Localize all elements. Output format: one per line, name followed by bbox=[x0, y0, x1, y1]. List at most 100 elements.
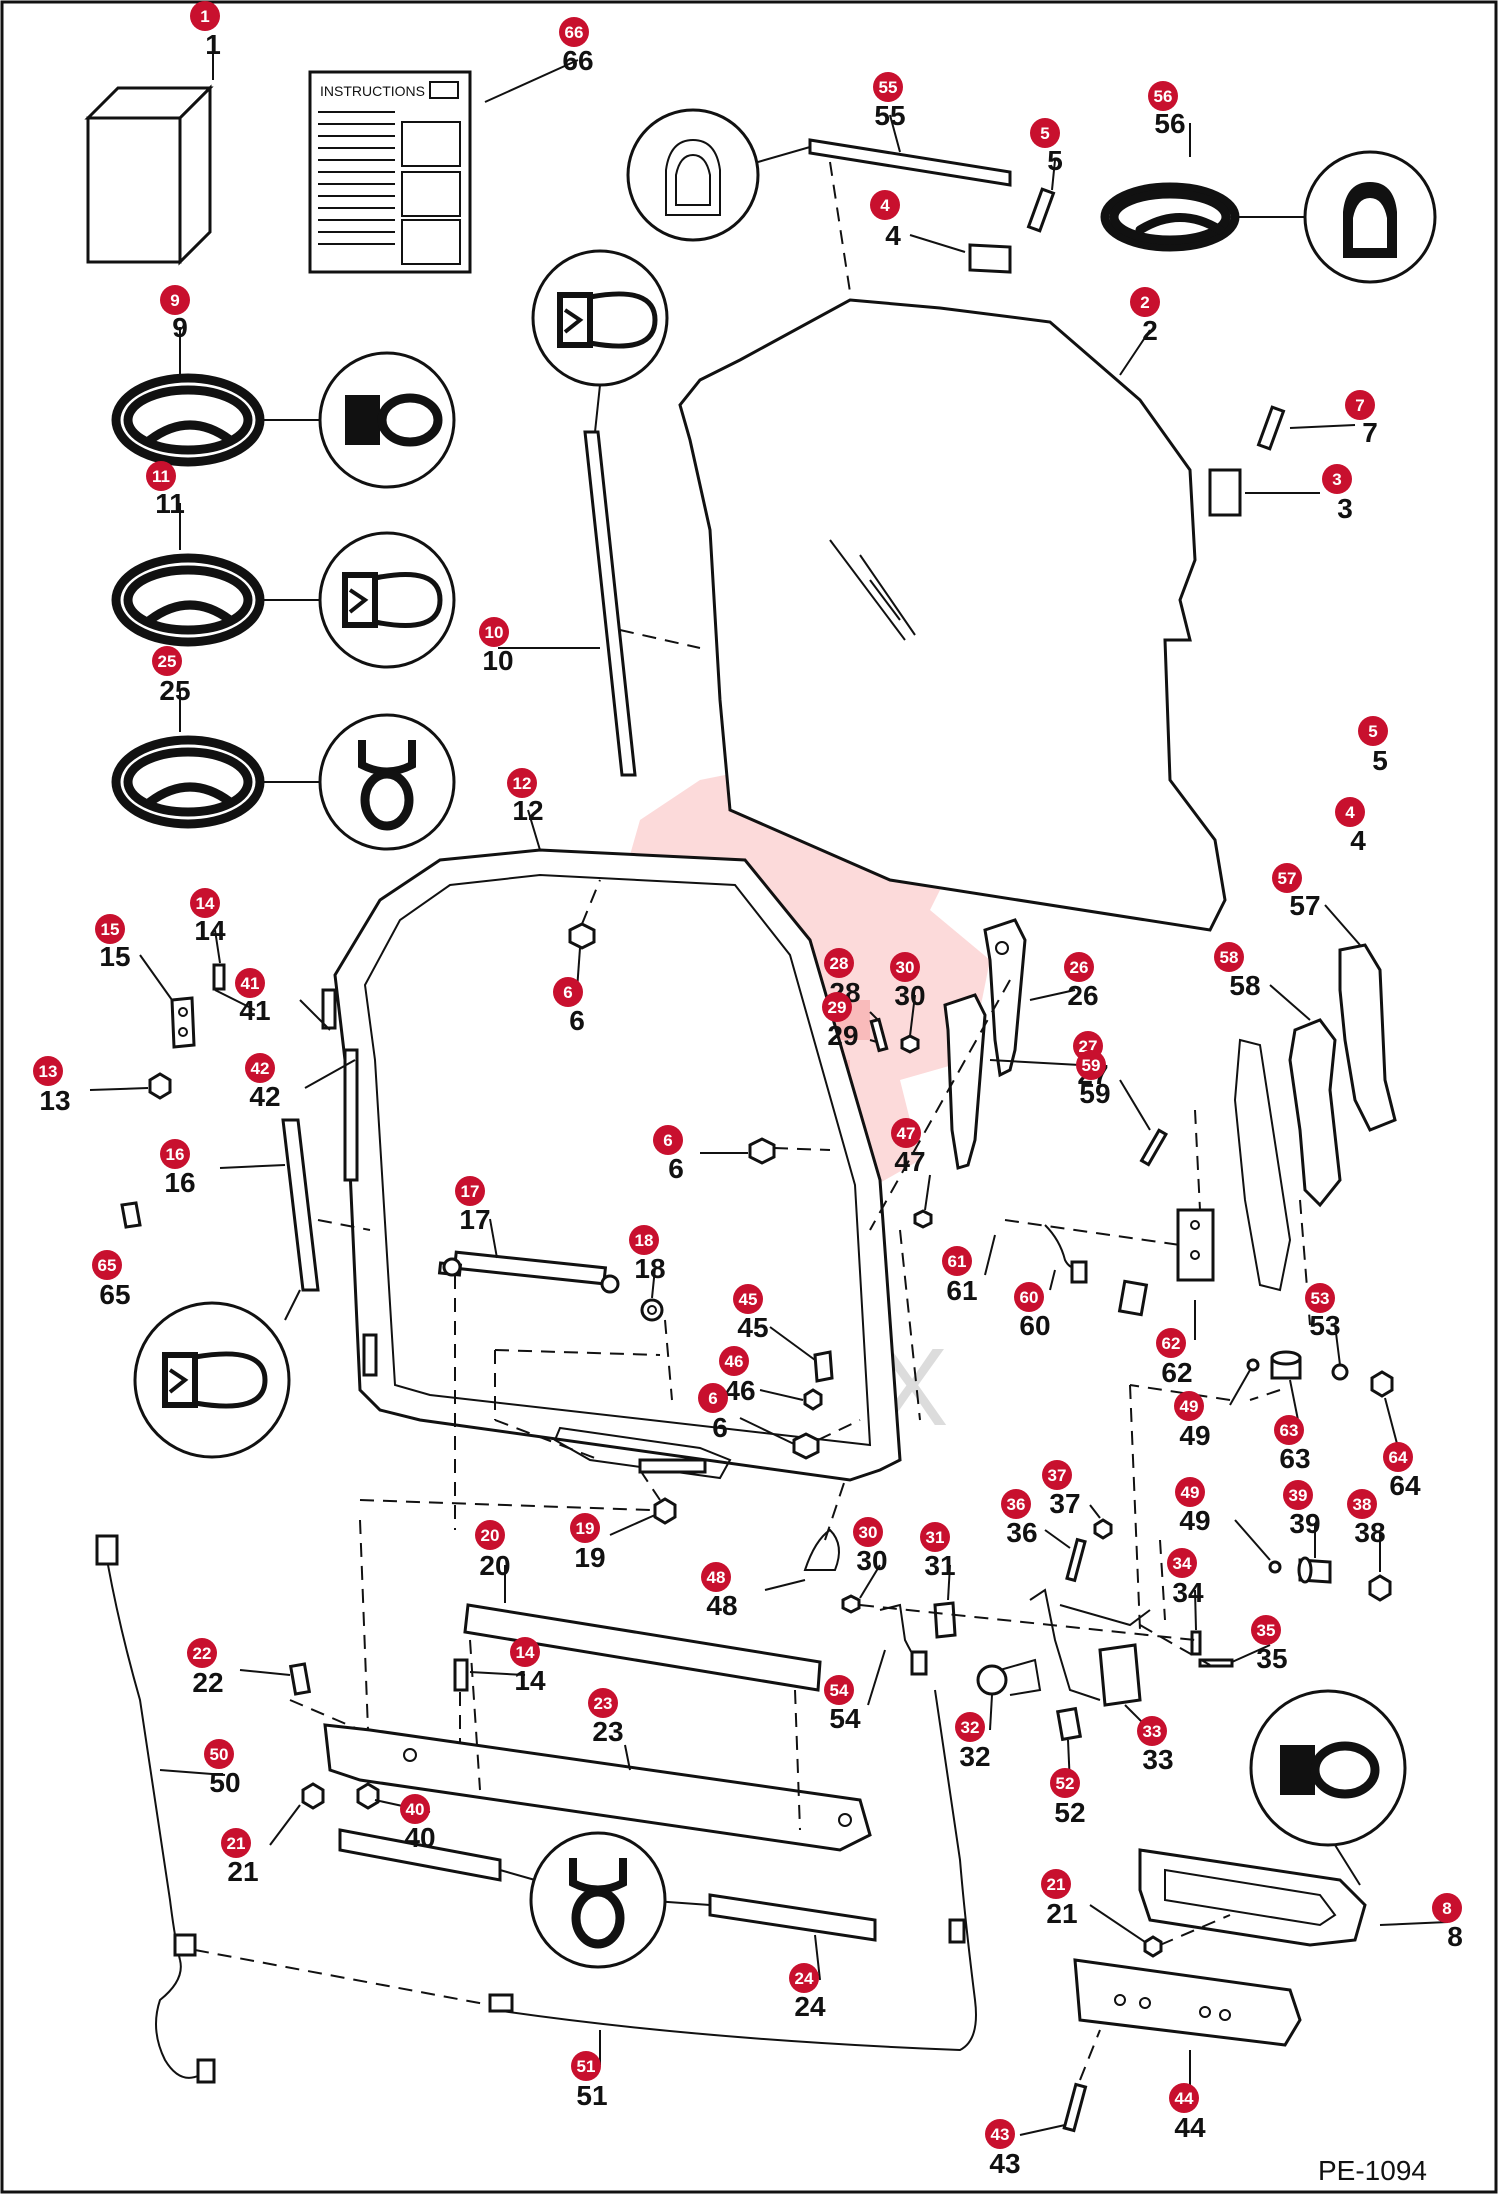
callout-label: 58 bbox=[1229, 970, 1260, 1001]
part-latch-plate-15 bbox=[170, 996, 196, 1049]
callout-badge bbox=[890, 952, 920, 982]
callout-label: 15 bbox=[99, 941, 130, 972]
part-vertical-seal-16 bbox=[281, 1118, 320, 1292]
part-nut-40 bbox=[356, 1782, 380, 1810]
callout-label: 34 bbox=[1172, 1577, 1204, 1608]
part-door-frame bbox=[333, 848, 902, 1482]
callout-badge-number: 55 bbox=[879, 78, 898, 97]
callout-badge bbox=[190, 1, 220, 31]
callout-badge-number: 18 bbox=[635, 1231, 654, 1250]
callout-badge bbox=[891, 1118, 921, 1148]
callout-label: 33 bbox=[1142, 1744, 1173, 1775]
callout-badge-number: 9 bbox=[170, 291, 179, 310]
part-washer-18 bbox=[640, 1298, 664, 1322]
part-handle-26 bbox=[983, 918, 1027, 1078]
callout-badge bbox=[1041, 1869, 1071, 1899]
part-nut-30a bbox=[900, 1034, 920, 1054]
callout-badge bbox=[507, 768, 537, 798]
callout-label: 39 bbox=[1289, 1508, 1320, 1539]
svg-text:INSTRUCTIONS: INSTRUCTIONS bbox=[320, 83, 425, 99]
callout-c9: 99 bbox=[160, 285, 190, 343]
seal-profile-icon-24 bbox=[529, 1831, 667, 1969]
callout-badge bbox=[1432, 1893, 1462, 1923]
part-instructions-sheet: INSTRUCTIONS bbox=[308, 70, 472, 274]
part-nut-30b bbox=[841, 1594, 861, 1614]
callout-badge bbox=[510, 1637, 540, 1667]
callout-c8: 88 bbox=[1432, 1893, 1463, 1952]
callout-badge bbox=[701, 1562, 731, 1592]
part-washer-49a bbox=[1246, 1358, 1260, 1372]
callout-badge bbox=[629, 1225, 659, 1255]
callout-label: 43 bbox=[989, 2148, 1020, 2179]
callout-badge-number: 51 bbox=[577, 2057, 596, 2076]
part-nut-13 bbox=[148, 1072, 172, 1100]
callout-label: 22 bbox=[192, 1667, 223, 1698]
callout-badge bbox=[1014, 1282, 1044, 1312]
part-window-glass bbox=[678, 298, 1227, 932]
callout-label: 4 bbox=[885, 220, 901, 251]
callout-badge-number: 4 bbox=[1345, 803, 1355, 822]
callout-badge-number: 41 bbox=[241, 974, 260, 993]
part-grab-handle-8 bbox=[1138, 1848, 1367, 1947]
callout-badge-number: 35 bbox=[1257, 1621, 1276, 1640]
part-seal-coil-56 bbox=[1100, 182, 1240, 252]
callout-c6c: 66 bbox=[698, 1383, 728, 1443]
seal-profile-icon-55 bbox=[626, 108, 760, 242]
callout-badge-number: 39 bbox=[1289, 1486, 1308, 1505]
callout-badge bbox=[245, 1053, 275, 1083]
seal-profile-icon-9 bbox=[318, 351, 456, 489]
part-lower-seal-24b bbox=[708, 1893, 877, 1942]
callout-badge bbox=[1283, 1480, 1313, 1510]
part-screw-36 bbox=[1065, 1537, 1087, 1583]
callout-badge-number: 45 bbox=[739, 1290, 758, 1309]
part-bolt-43 bbox=[1062, 2082, 1088, 2133]
part-nut-6a bbox=[568, 922, 596, 950]
callout-badge bbox=[95, 914, 125, 944]
callout-badge-number: 28 bbox=[830, 954, 849, 973]
callout-badge bbox=[160, 1139, 190, 1169]
part-handle-57 bbox=[1338, 943, 1397, 1132]
callout-badge bbox=[873, 72, 903, 102]
callout-badge-number: 6 bbox=[663, 1131, 672, 1150]
callout-badge bbox=[190, 888, 220, 918]
callout-label: 53 bbox=[1309, 1310, 1340, 1341]
callout-badge-number: 57 bbox=[1278, 869, 1297, 888]
callout-badge bbox=[187, 1638, 217, 1668]
callout-badge-number: 6 bbox=[563, 983, 572, 1002]
part-cable-tie-48 bbox=[803, 1528, 840, 1571]
callout-label: 9 bbox=[172, 312, 188, 343]
callout-badge-number: 29 bbox=[828, 998, 847, 1017]
callout-badge-number: 15 bbox=[101, 920, 120, 939]
callout-badge bbox=[235, 968, 265, 998]
part-bracket-44 bbox=[1073, 1958, 1302, 2047]
part-clip-45 bbox=[813, 1350, 834, 1383]
callout-label: 5 bbox=[1047, 145, 1063, 176]
callout-label: 45 bbox=[737, 1312, 768, 1343]
callout-badge-number: 8 bbox=[1442, 1899, 1451, 1918]
callout-badge-number: 16 bbox=[166, 1145, 185, 1164]
callout-badge bbox=[1335, 797, 1365, 827]
part-screw-14b bbox=[453, 1658, 469, 1692]
callout-label: 49 bbox=[1179, 1505, 1210, 1536]
callout-badge-number: 30 bbox=[859, 1523, 878, 1542]
part-seal-coil-9 bbox=[111, 373, 265, 467]
callout-label: 17 bbox=[459, 1204, 490, 1235]
callout-label: 19 bbox=[574, 1542, 605, 1573]
callout-badge-number: 52 bbox=[1056, 1774, 1075, 1793]
callout-badge bbox=[1175, 1477, 1205, 1507]
callout-label: 64 bbox=[1389, 1470, 1421, 1501]
callout-badge-number: 25 bbox=[158, 652, 177, 671]
